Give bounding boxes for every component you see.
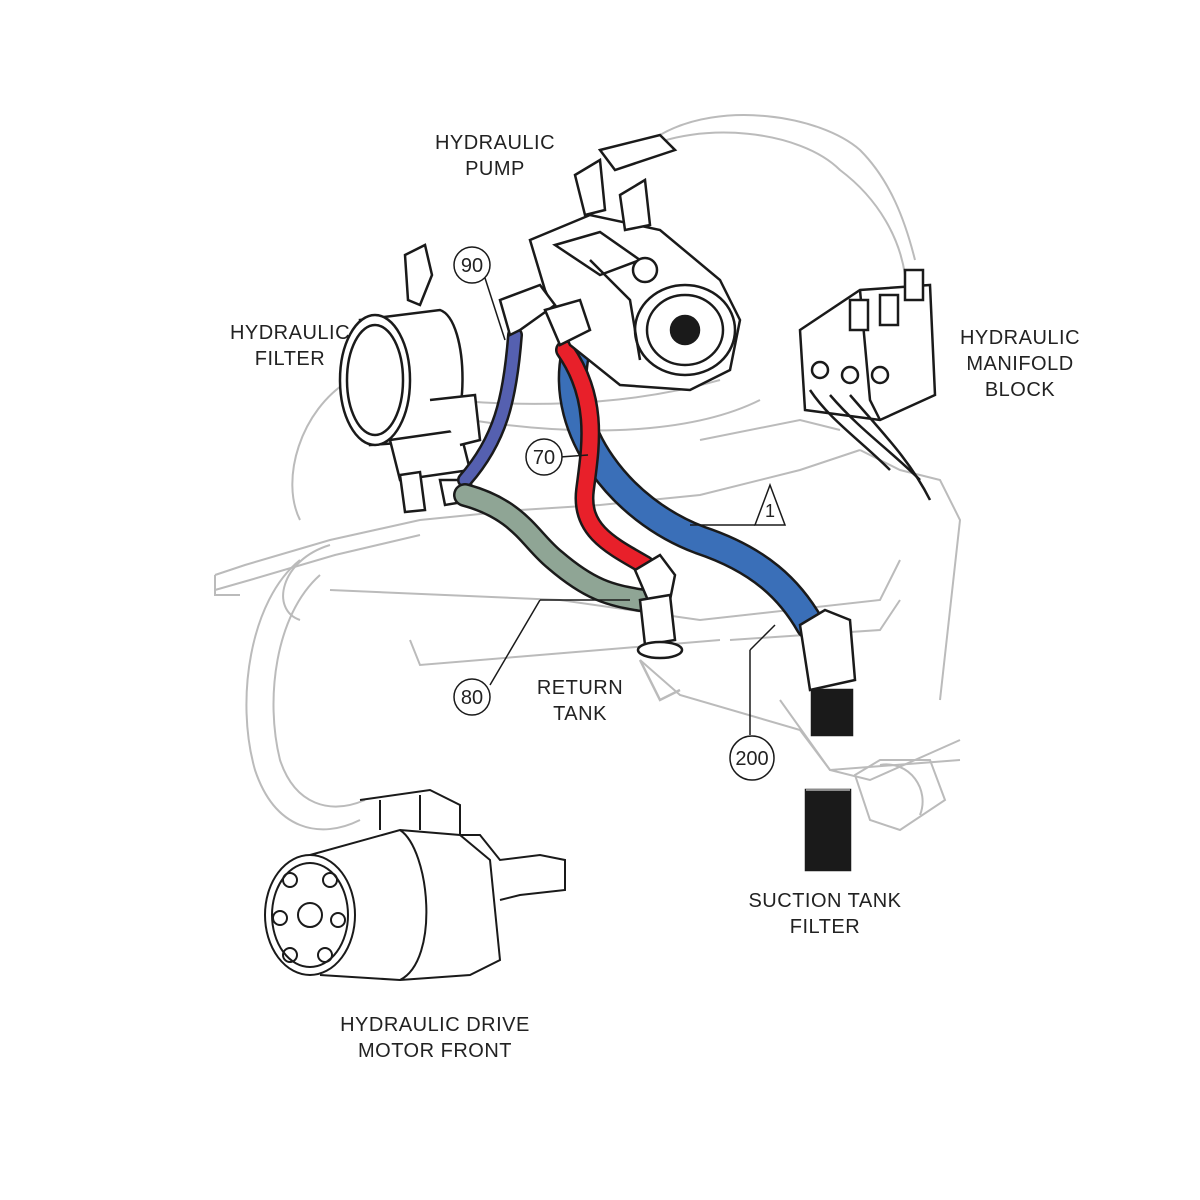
label-suction-line1: SUCTION TANK (748, 890, 902, 912)
svg-text:1: 1 (765, 501, 775, 521)
callout-70: 70 (525, 438, 563, 476)
label-hydraulic-drive-motor: HYDRAULIC DRIVE MOTOR FRONT (320, 1012, 550, 1064)
label-hydraulic-pump: HYDRAULIC PUMP (420, 130, 570, 182)
hose-70-red-fill (557, 342, 653, 573)
leader-lines (484, 277, 776, 735)
return-tank-fitting (633, 553, 684, 702)
svg-text:80: 80 (461, 687, 483, 709)
callout-1-triangle: 1 (753, 482, 787, 526)
label-hydraulic-filter: HYDRAULIC FILTER (215, 320, 365, 372)
hose-80-green-fill (455, 485, 650, 610)
hydraulic-pump (498, 133, 742, 392)
label-motor-line2: MOTOR FRONT (357, 1040, 512, 1062)
hose-90-purple-fill (459, 329, 521, 486)
svg-text:90: 90 (461, 255, 483, 277)
label-hydraulic-manifold: HYDRAULIC MANIFOLD BLOCK (940, 325, 1100, 403)
hose-200-blue-fill (560, 342, 823, 638)
svg-text:70: 70 (533, 447, 555, 469)
label-return-tank: RETURN TANK (515, 675, 645, 727)
svg-text:200: 200 (735, 748, 768, 770)
suction-tank-filter (798, 608, 857, 872)
callout-200: 200 (729, 735, 775, 781)
drive-motor-hose (245, 544, 366, 831)
label-pump-line1: HYDRAULIC (434, 132, 556, 154)
hydraulic-manifold-block (798, 268, 937, 501)
label-pump-line2: PUMP (465, 158, 525, 180)
label-suction-tank-filter: SUCTION TANK FILTER (735, 888, 915, 940)
chassis-frame (214, 114, 962, 832)
label-manifold-line1: HYDRAULIC (959, 327, 1081, 349)
label-filter-line2: FILTER (254, 348, 326, 370)
callout-90: 90 (453, 246, 491, 284)
hydraulic-drive-motor (264, 788, 566, 982)
label-motor-line1: HYDRAULIC DRIVE (340, 1014, 530, 1036)
label-filter-line1: HYDRAULIC (229, 322, 351, 344)
hydraulic-filter (338, 243, 482, 514)
callout-80: 80 (453, 678, 491, 716)
label-manifold-line3: BLOCK (984, 379, 1056, 401)
label-return-line1: RETURN (536, 677, 624, 699)
label-suction-line2: FILTER (789, 916, 861, 938)
label-manifold-line2: MANIFOLD (966, 353, 1074, 375)
label-return-line2: TANK (553, 703, 607, 725)
